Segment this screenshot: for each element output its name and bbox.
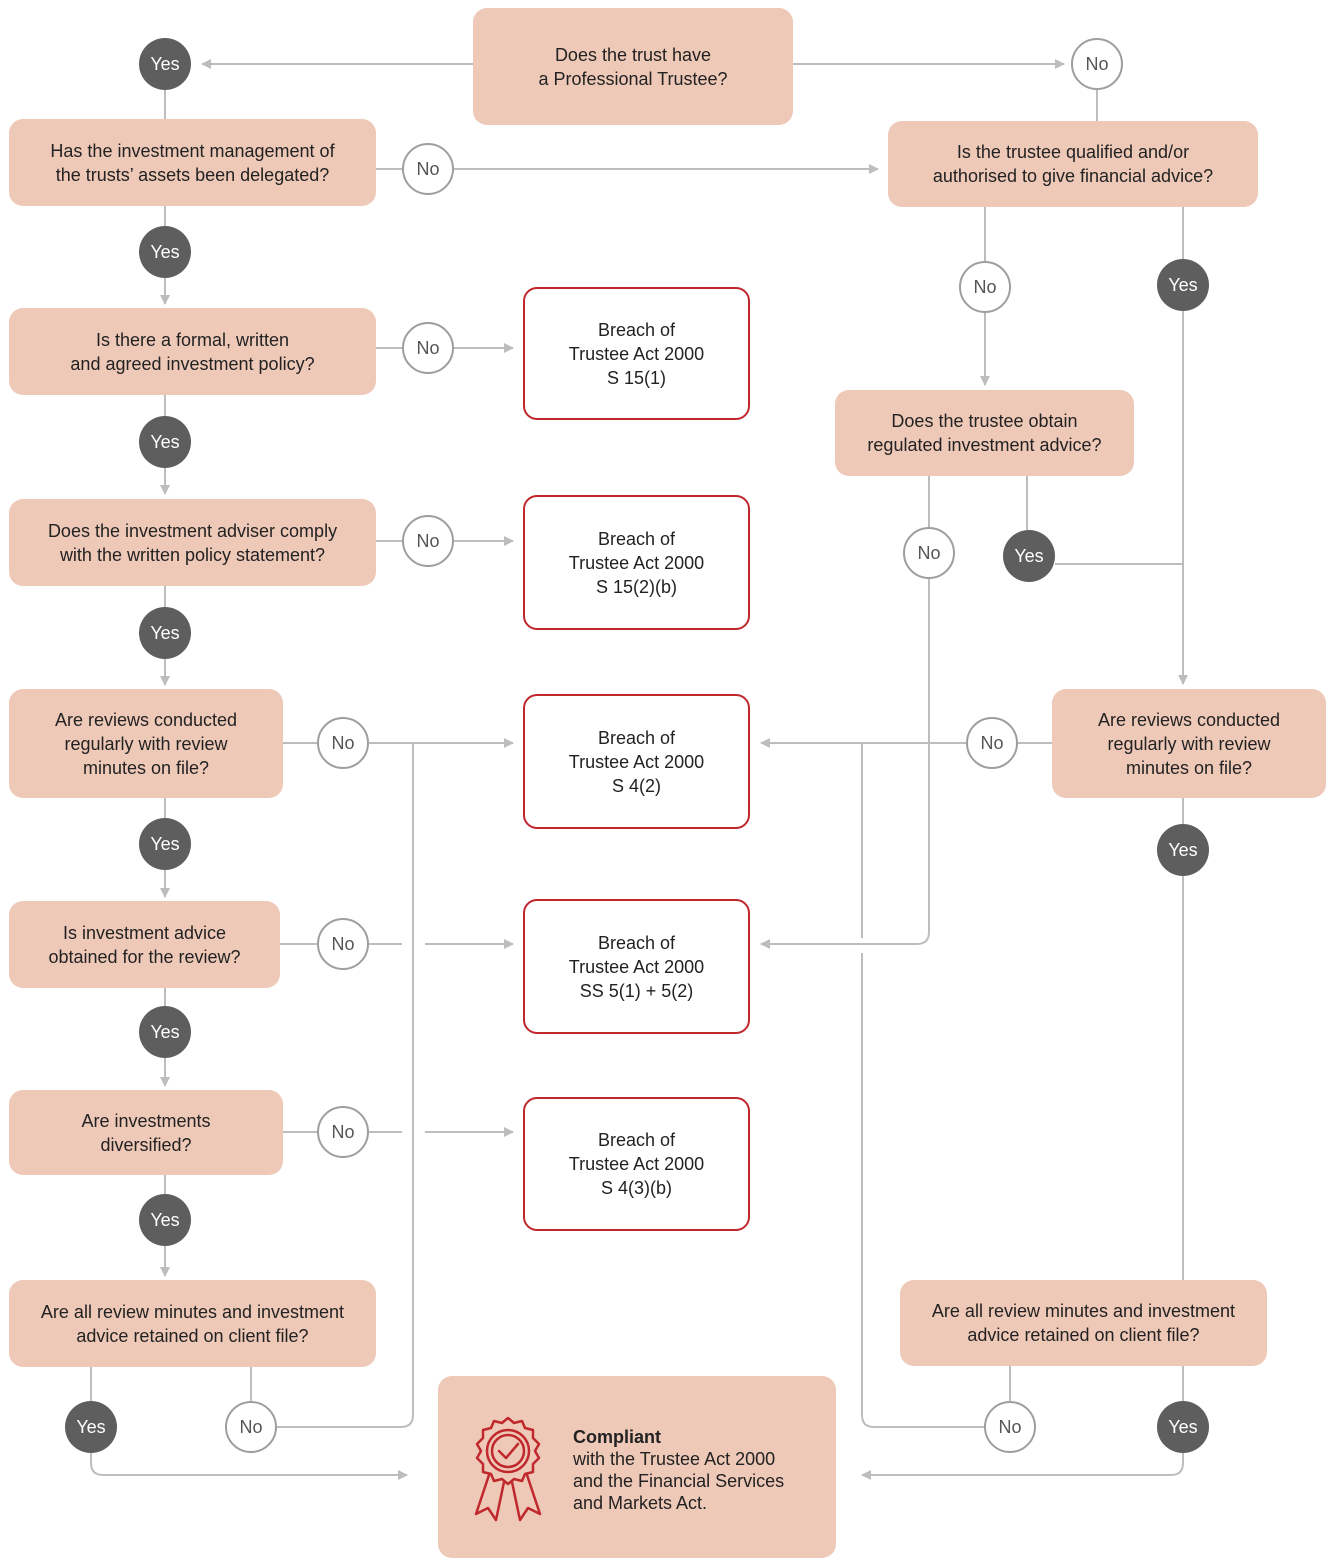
question-obtain-advice: Does the trustee obtain regulated invest… bbox=[835, 390, 1134, 476]
yes-badge-professional: Yes bbox=[139, 38, 191, 90]
question-qualified: Is the trustee qualified and/or authoris… bbox=[888, 121, 1258, 207]
yes-badge-policy: Yes bbox=[139, 416, 191, 468]
no-badge-policy: No bbox=[402, 322, 454, 374]
question-investment-policy: Is there a formal, written and agreed in… bbox=[9, 308, 376, 395]
breach-ss5: Breach of Trustee Act 2000 SS 5(1) + 5(2… bbox=[523, 899, 750, 1034]
no-badge-retained-left: No bbox=[225, 1401, 277, 1453]
yes-badge-qualified: Yes bbox=[1157, 259, 1209, 311]
compliant-body: with the Trustee Act 2000 and the Financ… bbox=[573, 1449, 785, 1513]
yes-badge-delegated: Yes bbox=[139, 226, 191, 278]
yes-badge-reviews-right: Yes bbox=[1157, 824, 1209, 876]
question-reviews-right: Are reviews conducted regularly with rev… bbox=[1052, 689, 1326, 798]
yes-badge-retained-left: Yes bbox=[65, 1401, 117, 1453]
question-reviews-left: Are reviews conducted regularly with rev… bbox=[9, 689, 283, 798]
no-badge-advice-review: No bbox=[317, 918, 369, 970]
no-badge-reviews-left: No bbox=[317, 717, 369, 769]
question-diversified: Are investments diversified? bbox=[9, 1090, 283, 1175]
no-badge-retained-right: No bbox=[984, 1401, 1036, 1453]
no-badge-obtain-advice: No bbox=[903, 527, 955, 579]
no-badge-reviews-right: No bbox=[966, 717, 1018, 769]
award-badge-icon bbox=[474, 1416, 542, 1522]
question-retained-left: Are all review minutes and investment ad… bbox=[9, 1280, 376, 1367]
question-delegated: Has the investment management of the tru… bbox=[9, 119, 376, 206]
breach-s4-3b: Breach of Trustee Act 2000 S 4(3)(b) bbox=[523, 1097, 750, 1231]
breach-s4-2: Breach of Trustee Act 2000 S 4(2) bbox=[523, 694, 750, 829]
question-adviser-comply: Does the investment adviser comply with … bbox=[9, 499, 376, 586]
yes-badge-advice-review: Yes bbox=[139, 1006, 191, 1058]
yes-badge-adviser: Yes bbox=[139, 607, 191, 659]
yes-badge-obtain-advice: Yes bbox=[1003, 530, 1055, 582]
question-professional-trustee: Does the trust have a Professional Trust… bbox=[473, 8, 793, 125]
no-badge-adviser: No bbox=[402, 515, 454, 567]
yes-badge-diversified: Yes bbox=[139, 1194, 191, 1246]
no-badge-delegated: No bbox=[402, 143, 454, 195]
no-badge-professional: No bbox=[1071, 38, 1123, 90]
compliant-box: Compliant with the Trustee Act 2000 and … bbox=[438, 1376, 836, 1558]
breach-s15-1: Breach of Trustee Act 2000 S 15(1) bbox=[523, 287, 750, 420]
question-advice-for-review: Is investment advice obtained for the re… bbox=[9, 901, 280, 988]
compliant-title: Compliant bbox=[573, 1427, 661, 1447]
no-badge-diversified: No bbox=[317, 1106, 369, 1158]
breach-s15-2b: Breach of Trustee Act 2000 S 15(2)(b) bbox=[523, 495, 750, 630]
yes-badge-retained-right: Yes bbox=[1157, 1401, 1209, 1453]
no-badge-qualified: No bbox=[959, 261, 1011, 313]
question-retained-right: Are all review minutes and investment ad… bbox=[900, 1280, 1267, 1366]
yes-badge-reviews-left: Yes bbox=[139, 818, 191, 870]
